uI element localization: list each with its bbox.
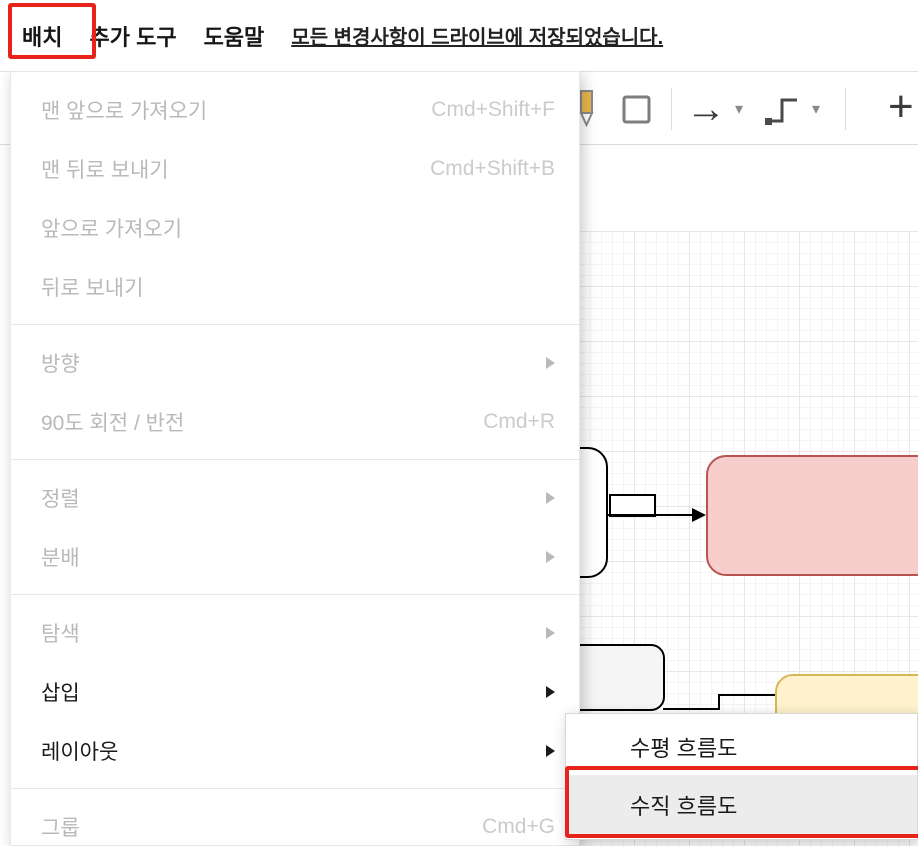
menu-item-distribute[interactable]: 분배 xyxy=(11,527,579,586)
flowchart-shape-red[interactable] xyxy=(706,455,918,576)
menu-item-horizontal-flow[interactable]: 수평 흐름도 xyxy=(566,718,917,775)
menu-item-label: 탐색 xyxy=(41,622,80,646)
menu-item-group[interactable]: 그룹 Cmd+G xyxy=(11,797,579,846)
submenu-arrow-icon xyxy=(546,626,555,639)
menu-extras[interactable]: 추가 도구 xyxy=(89,24,177,50)
submenu-arrow-icon xyxy=(546,685,555,698)
connector-line[interactable] xyxy=(608,514,696,516)
menu-item-label: 수평 흐름도 xyxy=(630,735,738,761)
autosave-status-link[interactable]: 모든 변경사항이 드라이브에 저장되었습니다. xyxy=(291,27,664,49)
menu-item-navigation[interactable]: 탐색 xyxy=(11,603,579,662)
elbow-connector-segment[interactable] xyxy=(718,694,720,710)
menu-item-label: 뒤로 보내기 xyxy=(41,276,144,300)
connector-dropdown-caret-icon[interactable]: ▾ xyxy=(812,101,821,118)
menu-separator xyxy=(11,788,579,789)
submenu-arrow-icon xyxy=(546,491,555,504)
menu-item-label: 분배 xyxy=(41,546,80,570)
menu-item-insert[interactable]: 삽입 xyxy=(11,662,579,721)
menu-item-label: 앞으로 가져오기 xyxy=(41,217,183,241)
menu-item-bring-forward[interactable]: 앞으로 가져오기 xyxy=(11,198,579,257)
menu-item-rotate-flip[interactable]: 90도 회전 / 반전 Cmd+R xyxy=(11,392,579,451)
menu-item-label: 레이아웃 xyxy=(41,740,119,764)
menu-item-label: 삽입 xyxy=(41,681,80,705)
layout-submenu: 수평 흐름도 수직 흐름도 xyxy=(565,713,918,840)
arrow-dropdown-caret-icon[interactable]: ▾ xyxy=(735,101,744,118)
menu-item-label: 방향 xyxy=(41,352,80,376)
menu-item-send-backward[interactable]: 뒤로 보내기 xyxy=(11,257,579,316)
menu-item-shortcut: Cmd+Shift+F xyxy=(431,97,555,121)
menu-item-vertical-flow[interactable]: 수직 흐름도 xyxy=(566,775,917,835)
menu-item-direction[interactable]: 방향 xyxy=(11,333,579,392)
menu-item-label: 정렬 xyxy=(41,487,80,511)
toolbar-divider xyxy=(671,88,672,130)
menu-separator xyxy=(11,459,579,460)
menu-item-label: 90도 회전 / 반전 xyxy=(41,411,185,435)
menu-item-label: 맨 뒤로 보내기 xyxy=(41,158,169,182)
menu-item-shortcut: Cmd+Shift+B xyxy=(430,156,555,180)
elbow-connector-segment[interactable] xyxy=(663,708,720,710)
menu-item-send-to-back[interactable]: 맨 뒤로 보내기 Cmd+Shift+B xyxy=(11,139,579,198)
fill-pencil-icon[interactable] xyxy=(572,89,600,129)
submenu-arrow-icon xyxy=(546,550,555,563)
toolbar-divider xyxy=(845,88,846,130)
arrange-dropdown-menu: 맨 앞으로 가져오기 Cmd+Shift+F 맨 뒤로 보내기 Cmd+Shif… xyxy=(10,71,580,846)
menu-item-label: 맨 앞으로 가져오기 xyxy=(41,99,208,123)
submenu-arrow-icon xyxy=(546,744,555,757)
edge-label-box[interactable] xyxy=(609,494,656,517)
menu-item-align[interactable]: 정렬 xyxy=(11,468,579,527)
menu-item-shortcut: Cmd+G xyxy=(482,814,555,838)
elbow-connector-segment[interactable] xyxy=(718,694,778,696)
menu-separator xyxy=(11,594,579,595)
menu-item-bring-to-front[interactable]: 맨 앞으로 가져오기 Cmd+Shift+F xyxy=(11,80,579,139)
menubar: 배치 추가 도구 도움말 모든 변경사항이 드라이브에 저장되었습니다. xyxy=(0,0,918,71)
shadow-square-icon[interactable] xyxy=(620,93,654,127)
menu-item-layout[interactable]: 레이아웃 xyxy=(11,721,579,780)
menu-help[interactable]: 도움말 xyxy=(203,24,265,50)
menu-arrange[interactable]: 배치 xyxy=(22,24,63,50)
add-shape-icon[interactable]: + xyxy=(888,82,914,131)
submenu-arrow-icon xyxy=(546,356,555,369)
waypoint-connector-icon[interactable] xyxy=(764,90,802,128)
menu-separator xyxy=(11,324,579,325)
menu-item-label: 수직 흐름도 xyxy=(630,794,738,819)
menu-item-label: 그룹 xyxy=(41,816,80,840)
connector-arrowhead-icon xyxy=(692,508,706,522)
menu-item-shortcut: Cmd+R xyxy=(483,409,555,433)
arrow-connection-icon[interactable]: → xyxy=(686,87,726,131)
